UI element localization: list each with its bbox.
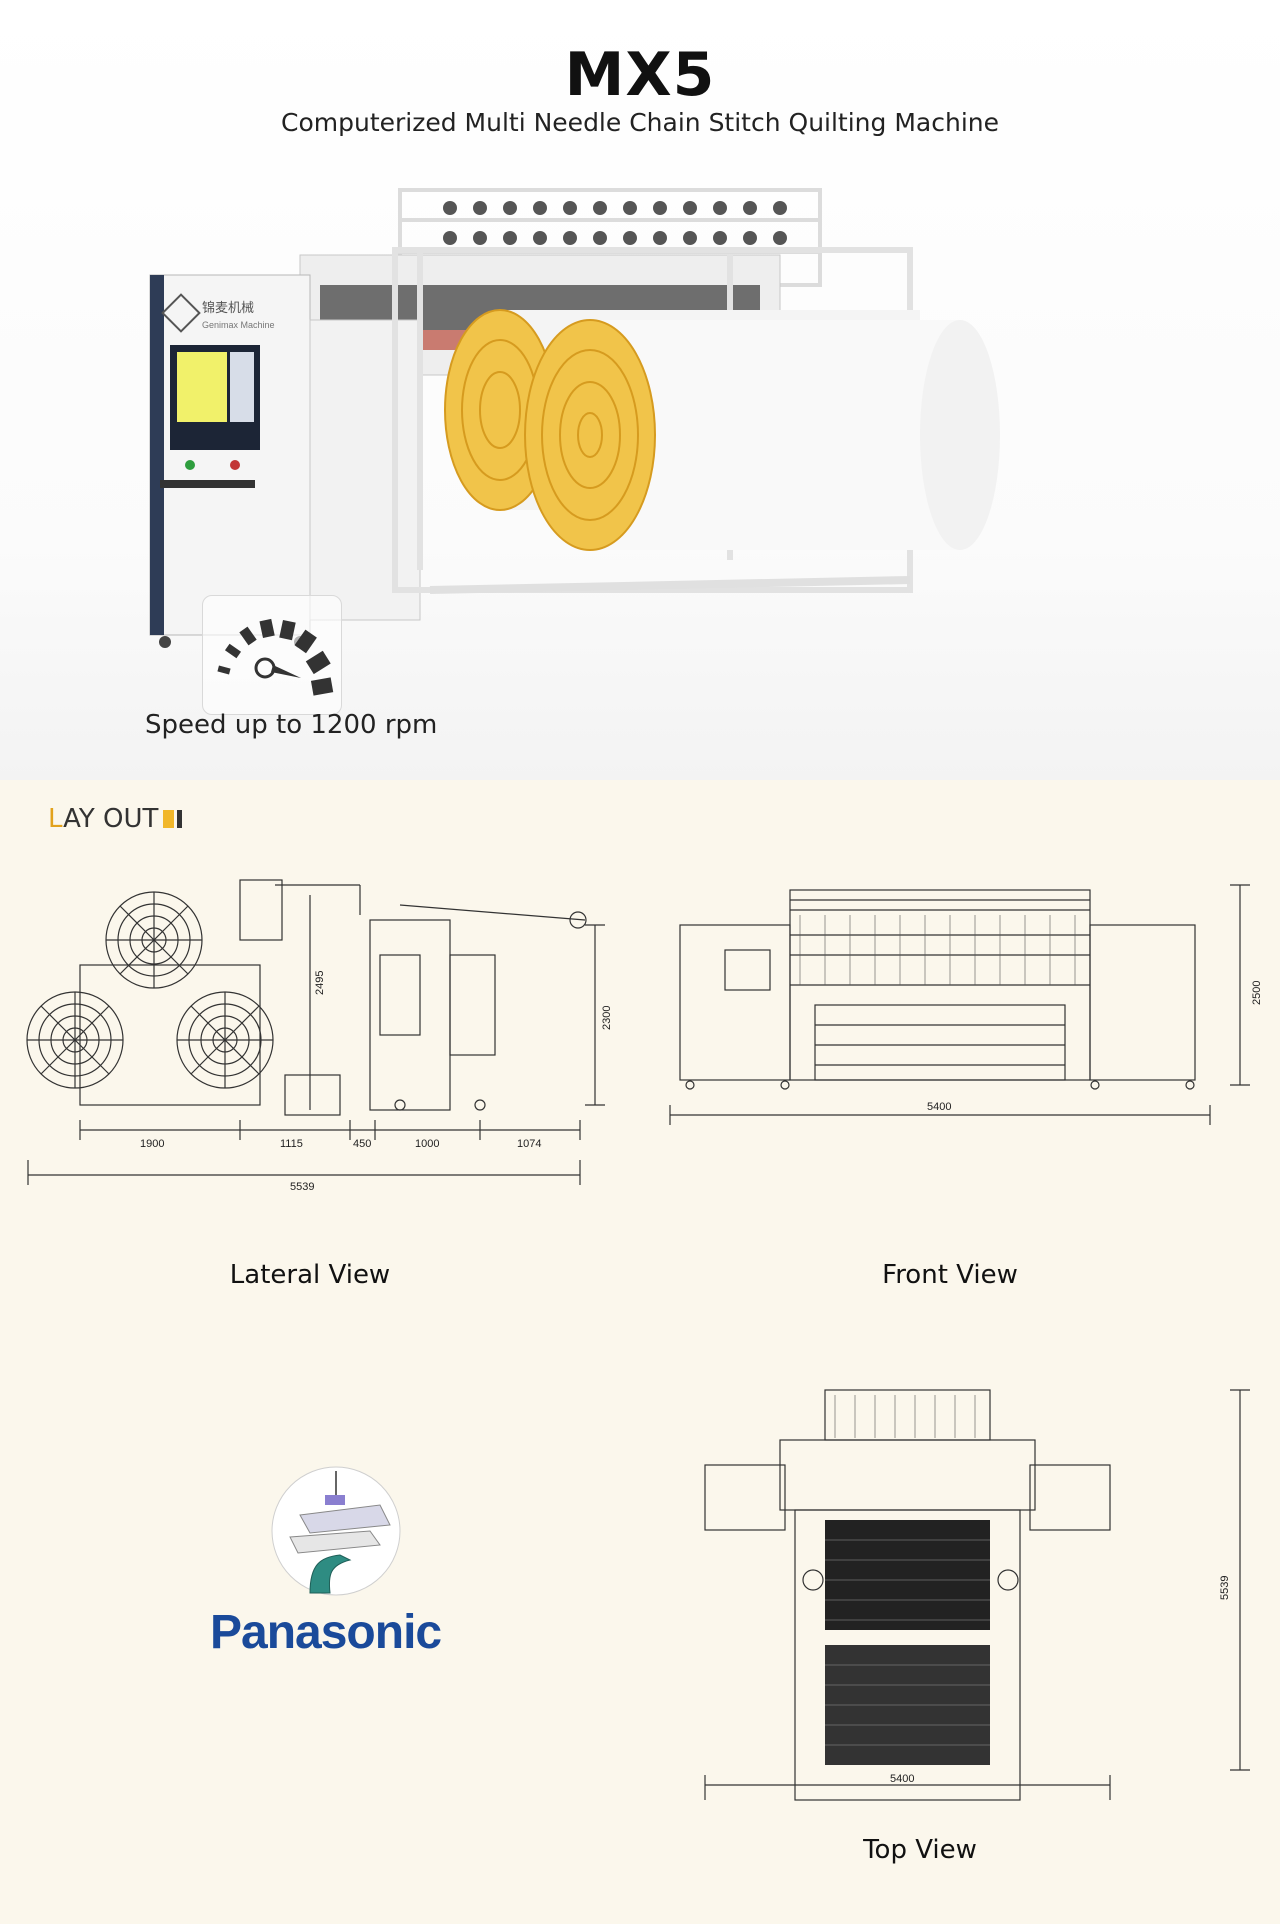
speed-caption: Speed up to 1200 rpm: [145, 710, 438, 740]
front-view-drawing: 5400 2500: [669, 884, 1263, 1125]
lateral-machine-body: [369, 919, 451, 1111]
top-view-needle-area: [825, 1520, 990, 1630]
page-subtitle: Computerized Multi Needle Chain Stitch Q…: [281, 108, 999, 137]
lateral-dim-1074: 1074: [517, 1138, 541, 1150]
speedometer-icon: [217, 618, 334, 696]
front-view-caption: Front View: [882, 1260, 1018, 1290]
front-dim-width: 5400: [927, 1101, 951, 1113]
panel-logo-en: Genimax Machine: [202, 320, 275, 330]
front-dim-height: 2500: [1251, 981, 1263, 1005]
start-button-icon: [185, 460, 195, 470]
brand-logo-icon: [161, 293, 201, 333]
layout-section: LAY OUT: [0, 780, 1280, 1924]
lateral-view-caption: Lateral View: [229, 1260, 391, 1290]
panel-logo-cn: 锦麦机械: [202, 300, 254, 315]
fabric-roll-front: [524, 319, 1000, 551]
lateral-dim-450: 450: [353, 1138, 371, 1150]
layout-heading-first: L: [48, 804, 64, 834]
panasonic-logo: Panasonic: [210, 1606, 442, 1659]
machine-illustration: 锦麦机械 Genimax Machine: [149, 188, 1000, 648]
top-view-drawing: 5400 5539: [704, 1389, 1250, 1801]
stop-button-icon: [230, 460, 240, 470]
page-title: MX5: [564, 40, 716, 110]
lateral-dim-1900: 1900: [140, 1138, 164, 1150]
hero-section: MX5 Computerized Multi Needle Chain Stit…: [0, 0, 1280, 780]
lateral-dim-height2: 2300: [601, 1006, 613, 1030]
heading-mark-icon: [163, 810, 182, 828]
lateral-roll-2: [26, 991, 124, 1089]
lateral-dim-total: 5539: [290, 1181, 314, 1193]
layout-heading-rest: AY OUT: [63, 804, 159, 834]
top-dim-length: 5539: [1219, 1576, 1231, 1600]
speed-gauge-badge: [202, 595, 342, 715]
lateral-dim-height1: 2495: [314, 971, 326, 995]
top-view-caption: Top View: [863, 1835, 977, 1865]
top-dim-width: 5400: [890, 1773, 914, 1785]
lateral-dim-1115: 1115: [280, 1138, 303, 1150]
lateral-roll-1: [105, 891, 203, 989]
servo-motor-illustration: [271, 1466, 401, 1596]
layout-heading: LAY OUT: [48, 804, 158, 834]
lateral-view-drawing: 1900 1115 450 1000 1074 5539 2495 2300: [26, 879, 613, 1193]
lateral-roll-3: [176, 991, 274, 1089]
control-cabinet: [149, 274, 311, 636]
lateral-dim-1000: 1000: [415, 1138, 439, 1150]
